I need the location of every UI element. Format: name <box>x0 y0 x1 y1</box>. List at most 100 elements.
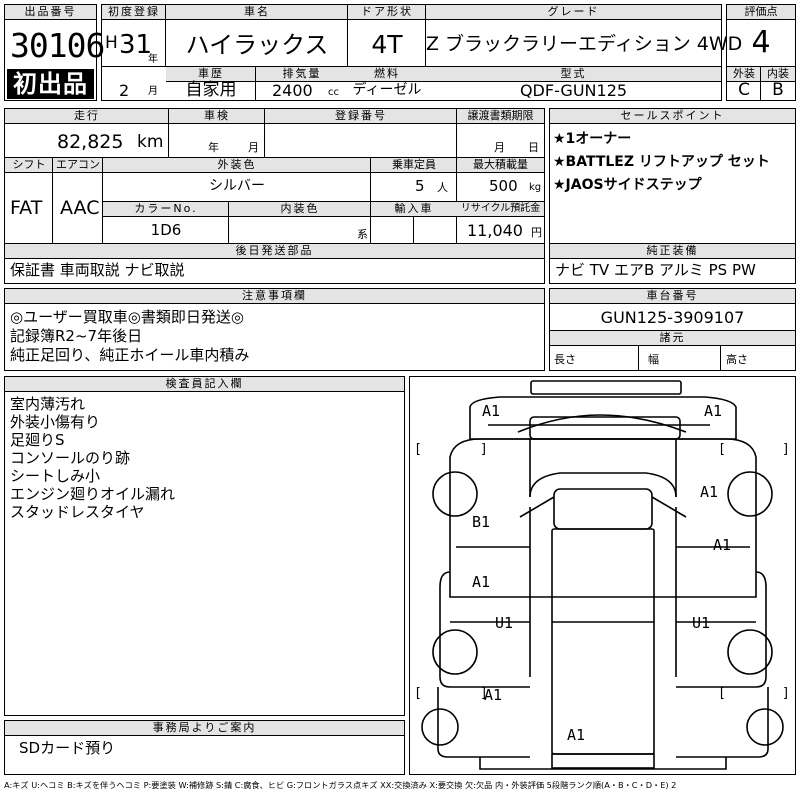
office-box: 事務局よりご案内 SDカード預り <box>4 720 405 775</box>
first-listing-badge: 初出品 <box>7 69 94 99</box>
note-line-2: 記録簿R2~7年後日 <box>10 327 143 345</box>
displacement: 2400 <box>272 81 313 100</box>
int-color-unit: 系 <box>357 228 368 241</box>
rating-label: 評価点 <box>727 5 795 20</box>
later-parts: 保証書 車両取説 ナビ取説 <box>10 261 185 279</box>
capacity-unit: 人 <box>437 181 448 194</box>
inspector-line-2: 外装小傷有り <box>10 413 101 431</box>
bracket: [ <box>414 686 422 701</box>
bracket: [ <box>718 442 726 457</box>
car-name-label: 車名 <box>166 5 348 20</box>
length-label: 長さ <box>554 353 576 366</box>
later-parts-label: 後日発送部品 <box>5 244 544 259</box>
reg-month: 2 <box>119 81 130 100</box>
car-name: ハイラックス <box>185 31 329 59</box>
damage-mark: A1 <box>713 536 732 554</box>
int-color-label: 内装色 <box>229 202 371 217</box>
import-label: 輸入車 <box>371 202 457 217</box>
damage-mark: U1 <box>692 614 711 632</box>
reg-year-unit: 年 <box>148 54 158 65</box>
equipment: ナビ TV エアB アルミ PS PW <box>555 261 756 279</box>
damage-diagram: A1 A1 A1 B1 A1 A1 U1 U1 A1 A1 [ ] [ ] [ … <box>409 376 796 775</box>
chassis-number: GUN125-3909107 <box>600 308 745 327</box>
color-label: 外装色 <box>103 158 371 173</box>
specs-box: 走行 車検 登録番号 譲渡書類期限 82,825 km 年 月 月 日 シフト … <box>4 108 545 284</box>
damage-mark: A1 <box>700 483 719 501</box>
width-label: 幅 <box>648 353 659 366</box>
transfer-day-unit: 日 <box>528 141 539 154</box>
selling-points-label: セールスポイント <box>550 109 795 124</box>
bracket: ] <box>480 442 488 457</box>
header-main: 初度登録 車名 ドア形状 グレード H 31 年 ハイラックス 4T Z ブラッ… <box>101 4 743 101</box>
capacity-label: 乗車定員 <box>371 158 457 173</box>
load-unit: kg <box>529 182 542 193</box>
fuel-label: 燃料 <box>348 67 426 82</box>
damage-mark: A1 <box>567 726 586 744</box>
damage-mark: A1 <box>472 573 491 591</box>
notes-label: 注意事項欄 <box>5 289 544 304</box>
reg-month-unit: 月 <box>148 86 158 97</box>
transfer-label: 譲渡書類期限 <box>457 109 544 124</box>
load: 500 <box>489 177 518 195</box>
history: 自家用 <box>185 80 237 100</box>
capacity: 5 <box>415 177 425 195</box>
chassis-box: 車台番号 GUN125-3909107 諸元 長さ 幅 高さ <box>549 288 796 371</box>
rating: 4 <box>751 25 771 60</box>
bracket: [ <box>718 686 726 701</box>
model: QDF-GUN125 <box>519 81 628 100</box>
mileage-unit: km <box>137 132 164 152</box>
notes-box: 注意事項欄 ◎ユーザー買取車◎書類即日発送◎ 記録簿R2~7年後日 純正足回り、… <box>4 288 545 371</box>
inspector-box: 検査員記入欄 室内薄汚れ 外装小傷有り 足廻りS コンソールのり跡 シートしみ小… <box>4 376 405 716</box>
grade: Z ブラックラリーエディション 4WD <box>426 33 743 55</box>
inspector-line-1: 室内薄汚れ <box>10 395 86 413</box>
shift-label: シフト <box>5 158 53 173</box>
selling-point-3: ★JAOSサイドステップ <box>553 177 702 193</box>
inspection-label: 車検 <box>169 109 265 124</box>
damage-mark: B1 <box>472 513 491 531</box>
legend: A:キズ U:ヘコミ B:キズを伴うヘコミ P:要塗装 W:補修跡 S:錆 C:… <box>4 780 677 790</box>
mileage: 82,825 <box>57 131 124 153</box>
plate-label: 登録番号 <box>265 109 457 124</box>
inspector-line-7: スタッドレスタイヤ <box>10 503 145 521</box>
auction-number: 30106 <box>10 26 105 65</box>
reg-year: 31 <box>119 30 153 60</box>
history-label: 車歴 <box>166 67 256 82</box>
ac: AAC <box>60 197 100 219</box>
interior-label: 内装 <box>761 67 795 82</box>
color-no-label: カラーNo. <box>103 202 229 217</box>
exterior-label: 外装 <box>727 67 761 82</box>
bracket: ] <box>782 686 790 701</box>
inspector-line-3: 足廻りS <box>10 431 65 449</box>
reg-era: H <box>105 33 118 53</box>
bracket: ] <box>782 442 790 457</box>
auction-number-label: 出品番号 <box>5 5 96 20</box>
selling-point-2: ★BATTLEZ リフトアップ セット <box>553 154 770 170</box>
transfer-month-unit: 月 <box>494 141 505 154</box>
office-label: 事務局よりご案内 <box>5 721 404 736</box>
fuel: ディーゼル <box>352 82 422 98</box>
interior-rating: B <box>772 80 784 100</box>
damage-mark: A1 <box>482 402 501 420</box>
selling-point-1: ★1オーナー <box>553 131 632 147</box>
door-label: ドア形状 <box>348 5 426 20</box>
damage-mark: U1 <box>495 614 514 632</box>
damage-mark: A1 <box>704 402 723 420</box>
equipment-label: 純正装備 <box>550 244 795 259</box>
recycle: 11,040 <box>467 221 523 240</box>
ac-label: エアコン <box>53 158 103 173</box>
reg-label: 初度登録 <box>102 5 166 20</box>
office-text: SDカード預り <box>19 739 116 757</box>
recycle-unit: 円 <box>531 226 542 239</box>
door-type: 4T <box>371 30 403 59</box>
inspector-line-6: エンジン廻りオイル漏れ <box>10 485 176 503</box>
bracket: ] <box>480 686 488 701</box>
inspector-line-4: コンソールのり跡 <box>10 449 131 467</box>
bracket: [ <box>414 442 422 457</box>
grade-label: グレード <box>426 5 721 20</box>
note-line-3: 純正足回り、純正ホイール車内積み <box>10 346 250 364</box>
exterior-rating: C <box>738 80 750 100</box>
selling-points-box: セールスポイント ★1オーナー ★BATTLEZ リフトアップ セット ★JAO… <box>549 108 796 284</box>
auction-number-box: 出品番号 30106 初出品 <box>4 4 105 101</box>
inspection-month-unit: 月 <box>248 141 259 154</box>
rating-box: 評価点 4 外装 内装 C B <box>726 4 796 101</box>
